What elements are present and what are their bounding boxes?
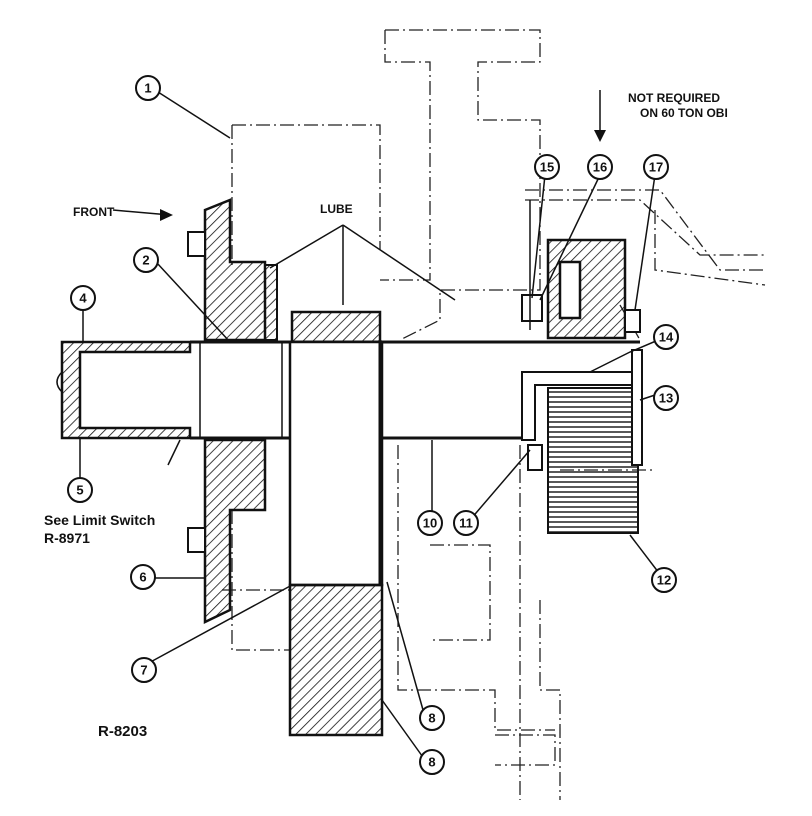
callout-15: 15 <box>534 154 560 180</box>
callout-13: 13 <box>653 385 679 411</box>
right-gear-housing <box>521 200 641 340</box>
svg-text:4: 4 <box>79 291 87 306</box>
text-labels: FRONT LUBE NOT REQUIRED ON 60 TON OBI Se… <box>44 91 728 740</box>
svg-text:17: 17 <box>649 160 663 175</box>
svg-text:8: 8 <box>428 755 435 770</box>
leader-lines <box>79 90 664 761</box>
svg-text:7: 7 <box>140 663 147 678</box>
center-column <box>288 310 384 737</box>
callout-7: 7 <box>131 657 157 683</box>
figure-reference: R-8203 <box>98 723 147 740</box>
svg-text:6: 6 <box>139 570 146 585</box>
left-flange <box>187 198 278 624</box>
svg-text:1: 1 <box>144 81 151 96</box>
phantom-outlines <box>222 29 766 800</box>
callout-4: 4 <box>70 285 96 311</box>
callout-16: 16 <box>587 154 613 180</box>
callout-5: 5 <box>67 477 93 503</box>
svg-text:8: 8 <box>428 711 435 726</box>
callout-2: 2 <box>133 247 159 273</box>
callout-markers: 1 2 4 5 6 7 8 8 <box>67 75 679 775</box>
callout-12: 12 <box>651 567 677 593</box>
not-required-label-line1: NOT REQUIRED <box>628 91 720 105</box>
left-cap <box>56 340 192 440</box>
svg-text:12: 12 <box>657 573 671 588</box>
callout-14: 14 <box>653 324 679 350</box>
lube-label: LUBE <box>320 202 353 216</box>
main-shaft <box>190 340 640 440</box>
pinion-gear <box>521 349 643 534</box>
svg-text:16: 16 <box>593 160 607 175</box>
svg-text:11: 11 <box>459 516 473 531</box>
svg-text:10: 10 <box>423 516 437 531</box>
callout-6: 6 <box>130 564 156 590</box>
svg-text:2: 2 <box>142 253 149 268</box>
see-limit-switch-line1: See Limit Switch <box>44 512 155 528</box>
svg-text:15: 15 <box>540 160 554 175</box>
not-required-label-line2: ON 60 TON OBI <box>640 106 728 120</box>
svg-text:13: 13 <box>659 391 673 406</box>
callout-8-upper: 8 <box>419 705 445 731</box>
callout-1: 1 <box>135 75 161 101</box>
see-limit-switch-line2: R-8971 <box>44 530 90 546</box>
callout-11: 11 <box>453 510 479 536</box>
callout-8-lower: 8 <box>419 749 445 775</box>
svg-text:5: 5 <box>76 483 83 498</box>
front-label: FRONT <box>73 205 115 219</box>
callout-10-shaft: 10 <box>417 510 443 536</box>
callout-17: 17 <box>643 154 669 180</box>
svg-text:14: 14 <box>659 330 674 345</box>
